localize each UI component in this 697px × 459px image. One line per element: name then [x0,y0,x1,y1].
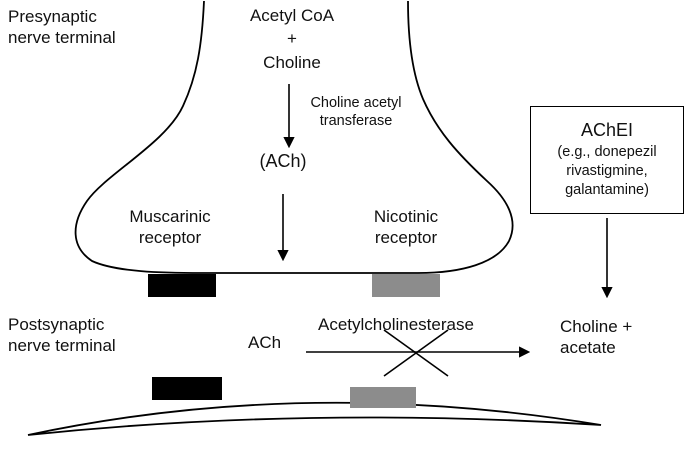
blocked-cross-icon [383,329,449,377]
muscarinic-receptor-shape [148,274,216,297]
achei-title: AChEI [580,120,634,141]
acetyl-coa-label: Acetyl CoA [249,6,335,25]
choline-label: Choline [263,53,321,72]
postsynaptic-membrane-outline [27,401,602,436]
choline-acetate-label: Choline + acetate [560,317,633,358]
muscarinic-receptor-label: Muscarinic receptor [129,207,211,248]
achei-box: AChEI (e.g., donepezil rivastigmine, gal… [530,106,684,214]
acetylcholinesterase-label: Acetylcholinesterase [318,315,474,334]
nicotinic-receptor-label: Nicotinic receptor [373,207,439,248]
ach-label: ACh [248,333,282,352]
nicotinic-receptor-shape [372,274,440,297]
presynaptic-terminal-label: Presynaptic nerve terminal [8,7,116,48]
plus-sign-label: + [287,29,297,48]
postsynaptic-terminal-label: Postsynaptic nerve terminal [8,315,116,356]
presynaptic-terminal-outline [74,0,514,274]
ach-product-label: (ACh) [259,151,307,171]
achei-drug-list: (e.g., donepezil rivastigmine, galantami… [557,144,657,198]
postsynaptic-muscarinic-receptor-shape [152,377,222,400]
postsynaptic-nicotinic-receptor-shape [350,387,416,408]
choline-acetyl-transferase-label: Choline acetyl transferase [310,95,402,130]
